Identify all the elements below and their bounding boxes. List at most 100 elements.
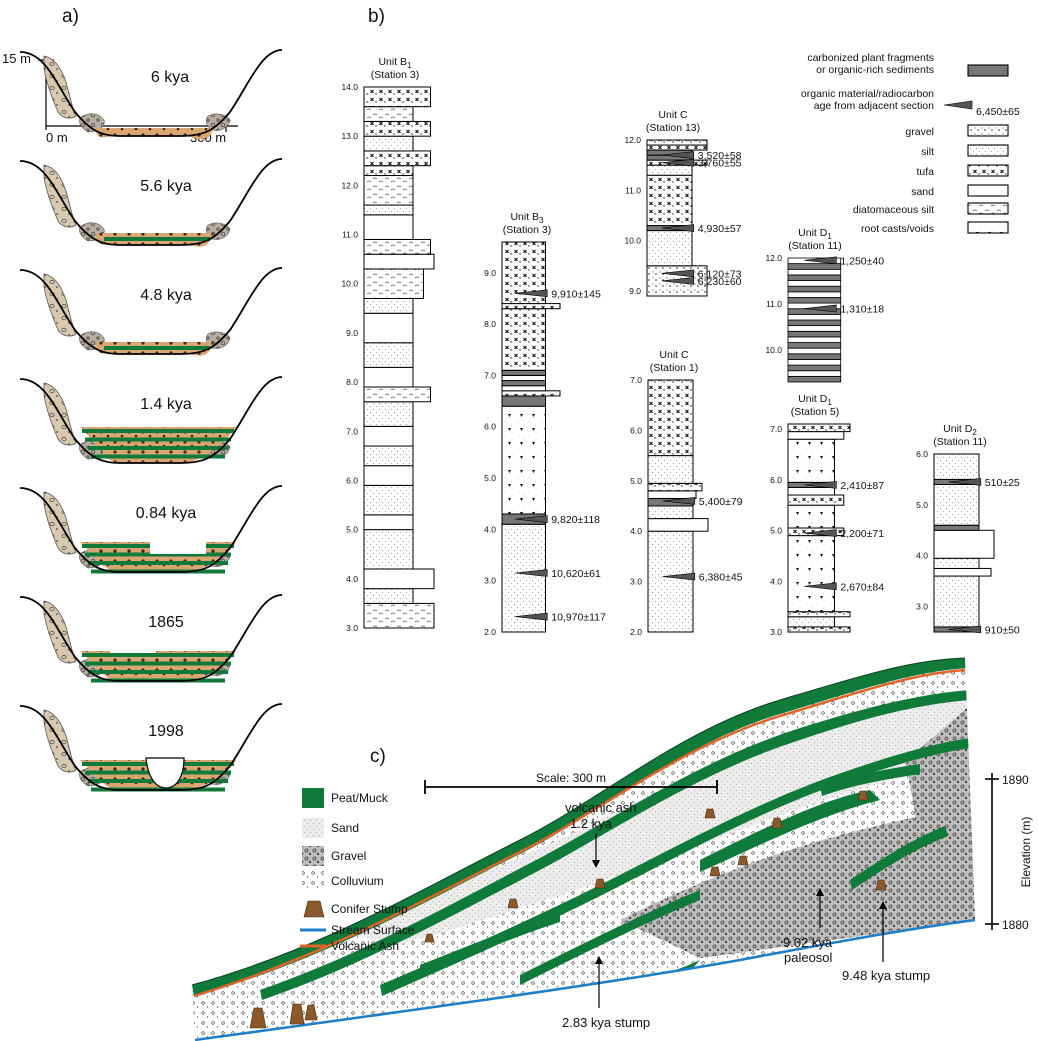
column-tick-label: 8.0	[346, 377, 358, 387]
layer-organic	[933, 524, 980, 531]
strat-column-3: Unit C(Station 13)9.010.011.012.03,520±5…	[624, 109, 742, 297]
annotation-9-48-stump-text: 9.48 kya stump	[842, 968, 930, 983]
c-legend-swatch	[302, 818, 324, 838]
layer-silt	[646, 230, 693, 267]
panel-c-longitudinal-section: Scale: 300 m 1890 1880 Elevation (m) vol…	[191, 657, 1033, 1041]
column-tick-label: 13.0	[341, 131, 358, 141]
column-tick-label: 5.0	[346, 525, 358, 535]
column-tick-label: 3.0	[484, 576, 496, 586]
legend-item-sand: sand	[911, 184, 1009, 198]
layer-silt	[646, 164, 693, 176]
c-legend-item-gravel: Gravel	[302, 846, 366, 866]
layer-silt	[933, 575, 980, 628]
legend-swatch	[967, 202, 1009, 215]
layer-silt	[363, 588, 414, 604]
legend-label: silt	[921, 146, 934, 158]
valley-stage-1: 6 kya	[19, 49, 283, 140]
layer-sand	[787, 431, 845, 440]
stump-marks	[249, 790, 887, 1029]
column-tick-label: 10.0	[341, 279, 358, 289]
column-tick-label: 8.0	[484, 319, 496, 329]
layer	[787, 336, 842, 343]
column-tick-label: 5.0	[484, 473, 496, 483]
column-tick-label: 12.0	[624, 135, 641, 145]
layer	[787, 313, 842, 321]
layer	[787, 375, 842, 383]
layer-tufa	[646, 139, 708, 146]
column-tick-label: 11.0	[766, 299, 782, 309]
legend-swatch	[967, 144, 1009, 157]
legend-swatch	[967, 124, 1009, 137]
layer	[787, 370, 842, 377]
legend-swatch	[967, 64, 1009, 77]
column-tick-label: 5.0	[630, 476, 642, 486]
column-title: Unit C	[658, 109, 688, 121]
legend-label: age from adjacent section	[814, 100, 934, 112]
layer-silt	[933, 453, 980, 480]
column-tick-label: 4.0	[916, 551, 928, 561]
strat-column-2: Unit B3(Station 3)2.03.04.05.06.07.08.09…	[484, 211, 606, 637]
layer-tufa	[501, 390, 561, 397]
age-marker	[948, 625, 982, 634]
layer-silt	[363, 445, 414, 467]
age-marker	[804, 304, 837, 313]
layer-organic	[501, 369, 546, 376]
layer-diatom	[363, 175, 414, 206]
layer	[787, 319, 842, 327]
layer	[787, 297, 842, 304]
strat-column-7: Unit D2(Station 11)3.04.05.06.0510±25910…	[916, 423, 1020, 636]
peat-band	[88, 561, 228, 565]
column-tick-label: 5.0	[770, 526, 782, 536]
peat-band	[104, 346, 210, 350]
annotation-volcanic-ash-line2: 1.2 kya	[570, 816, 613, 831]
age-marker	[804, 256, 837, 265]
peat-band	[91, 454, 225, 459]
column-tick-label: 11.0	[625, 185, 641, 195]
age-marker	[661, 158, 695, 167]
layer-sand	[363, 568, 435, 590]
age-label: 2,410±87	[840, 480, 884, 492]
column-tick-label: 3.0	[630, 577, 642, 587]
age-marker	[515, 569, 548, 577]
column-tick-label: 11.0	[342, 230, 358, 240]
elevation-tick-1890: 1890	[1002, 773, 1029, 787]
column-tick-label: 6.0	[630, 425, 642, 435]
axis-label-15m: 15 m	[2, 51, 31, 66]
column-tick-label: 4.0	[484, 524, 496, 534]
layer-sand	[363, 253, 435, 270]
stream-surface-line	[194, 918, 976, 1041]
c-legend-item-peat: Peat/Muck	[302, 788, 389, 808]
column-tick-label: 3.0	[346, 623, 358, 633]
column-tick-label: 4.0	[346, 574, 358, 584]
age-label: 2,200±71	[840, 528, 884, 540]
legend-label: carbonized plant fragments	[807, 52, 934, 64]
layer-sand	[933, 567, 992, 577]
layer-root	[787, 438, 835, 483]
column-tick-label: 4.0	[630, 526, 642, 536]
age-marker	[515, 515, 548, 523]
layer	[787, 325, 842, 332]
layer-tufa	[501, 303, 561, 310]
legend-label: tufa	[916, 166, 934, 178]
axis-label-0m: 0 m	[46, 130, 68, 145]
age-marker	[661, 151, 695, 159]
c-legend-swatch	[302, 846, 324, 866]
column-tick-label: 6.0	[346, 475, 358, 485]
column-tick-label: 2.0	[484, 627, 496, 637]
layer-sand	[647, 518, 709, 532]
valley-stage-label: 1998	[148, 723, 184, 740]
panel-label-a: a)	[62, 6, 79, 27]
peat-band	[88, 670, 228, 674]
layer	[787, 263, 842, 270]
age-marker	[804, 582, 837, 591]
elevation-tick-1880: 1880	[1002, 918, 1029, 932]
valley-stage-2: 5.6 kya	[19, 158, 283, 247]
layer-diatom	[363, 106, 414, 122]
layer-silt	[363, 135, 414, 152]
age-marker	[661, 224, 695, 232]
column-tick-label: 9.0	[346, 328, 358, 338]
layer	[787, 274, 842, 281]
age-marker	[661, 269, 695, 278]
